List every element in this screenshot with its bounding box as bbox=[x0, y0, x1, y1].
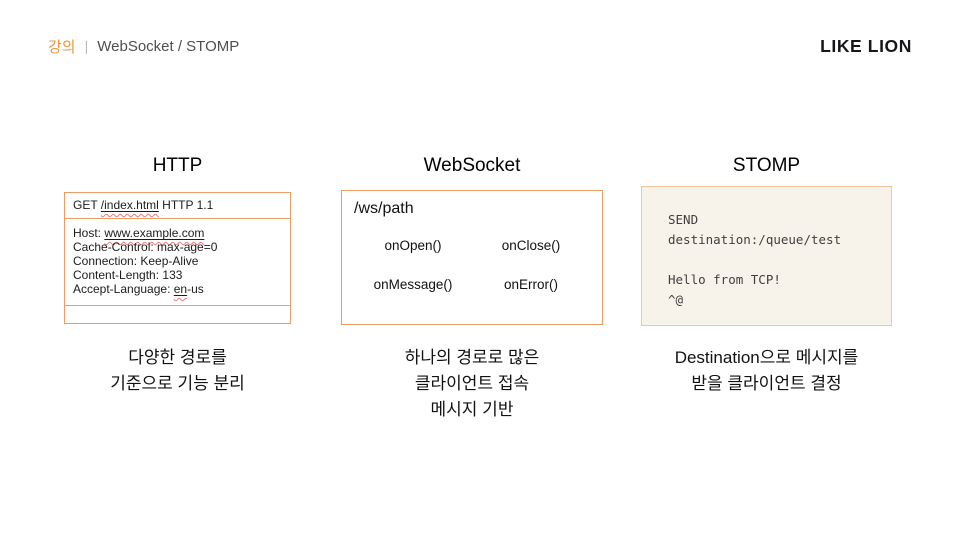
lecture-tag: 강의 bbox=[48, 39, 76, 56]
http-caption: 다양한 경로를 기준으로 기능 분리 bbox=[24, 345, 331, 397]
breadcrumb: 강의 | WebSocket / STOMP bbox=[48, 36, 239, 57]
http-caption-line-2: 기준으로 기능 분리 bbox=[110, 374, 245, 393]
stomp-blank-line bbox=[668, 252, 891, 272]
websocket-box: /ws/path onOpen() onClose() onMessage() … bbox=[341, 190, 603, 325]
http-caption-line-1: 다양한 경로를 bbox=[128, 348, 227, 367]
http-header-connection: Connection: Keep-Alive bbox=[73, 254, 199, 268]
handler-onmessage: onMessage() bbox=[373, 277, 453, 292]
websocket-caption-line-2: 클라이언트 접속 bbox=[414, 374, 530, 393]
http-header-accept-language: Accept-Language: en-us bbox=[73, 282, 204, 296]
stomp-column: STOMP SEND destination:/queue/test Hello… bbox=[641, 155, 892, 435]
websocket-column: WebSocket /ws/path onOpen() onClose() on… bbox=[341, 155, 603, 435]
websocket-caption-line-1: 하나의 경로로 많은 bbox=[404, 348, 540, 367]
websocket-column-title: WebSocket bbox=[423, 155, 521, 176]
websocket-caption-line-3: 메시지 기반 bbox=[430, 400, 514, 419]
websocket-path: /ws/path bbox=[354, 200, 414, 217]
http-column: HTTP GET /index.html HTTP 1.1 Host: www.… bbox=[64, 155, 291, 435]
stomp-destination: destination:/queue/test bbox=[668, 232, 842, 247]
http-request-path: /index.html bbox=[100, 198, 159, 212]
stomp-caption-line-2: 받을 클라이언트 결정 bbox=[691, 374, 842, 393]
websocket-caption: 하나의 경로로 많은 클라이언트 접속 메시지 기반 bbox=[301, 345, 643, 423]
http-empty-body-section bbox=[65, 306, 290, 323]
handler-onerror: onError() bbox=[503, 277, 558, 292]
http-request-line: GET /index.html HTTP 1.1 bbox=[65, 193, 290, 219]
stomp-caption-line-1: Destination으로 메시지를 bbox=[674, 348, 859, 367]
stomp-command: SEND bbox=[668, 212, 699, 227]
stomp-caption: Destination으로 메시지를 받을 클라이언트 결정 bbox=[601, 345, 932, 397]
http-method: GET bbox=[73, 198, 101, 212]
stomp-terminator: ^@ bbox=[668, 292, 684, 307]
http-host-value: www.example.com bbox=[104, 226, 205, 240]
http-column-title: HTTP bbox=[152, 155, 203, 176]
stomp-column-title: STOMP bbox=[732, 155, 801, 176]
stomp-frame-box: SEND destination:/queue/test Hello from … bbox=[641, 186, 892, 326]
http-headers-section: Host: www.example.com Cache-Control: max… bbox=[65, 219, 290, 306]
handler-onopen: onOpen() bbox=[384, 238, 442, 253]
slide-header: 강의 | WebSocket / STOMP LIKE LION bbox=[48, 36, 912, 57]
http-header-content-length: Content-Length: 133 bbox=[73, 268, 183, 282]
http-header-host: Host: www.example.com bbox=[73, 226, 205, 240]
websocket-handlers: onOpen() onClose() onMessage() onError() bbox=[354, 238, 590, 292]
http-header-cache-control: Cache-Control: max-age=0 bbox=[73, 240, 218, 254]
stomp-body: Hello from TCP! bbox=[668, 272, 781, 287]
header-separator: | bbox=[84, 37, 89, 54]
likelion-logo: LIKE LION bbox=[820, 36, 912, 56]
http-protocol: HTTP 1.1 bbox=[158, 198, 214, 212]
handler-onclose: onClose() bbox=[501, 238, 561, 253]
http-request-box: GET /index.html HTTP 1.1 Host: www.examp… bbox=[64, 192, 291, 324]
http-language-value: en bbox=[173, 282, 188, 296]
header-title: WebSocket / STOMP bbox=[97, 38, 240, 55]
